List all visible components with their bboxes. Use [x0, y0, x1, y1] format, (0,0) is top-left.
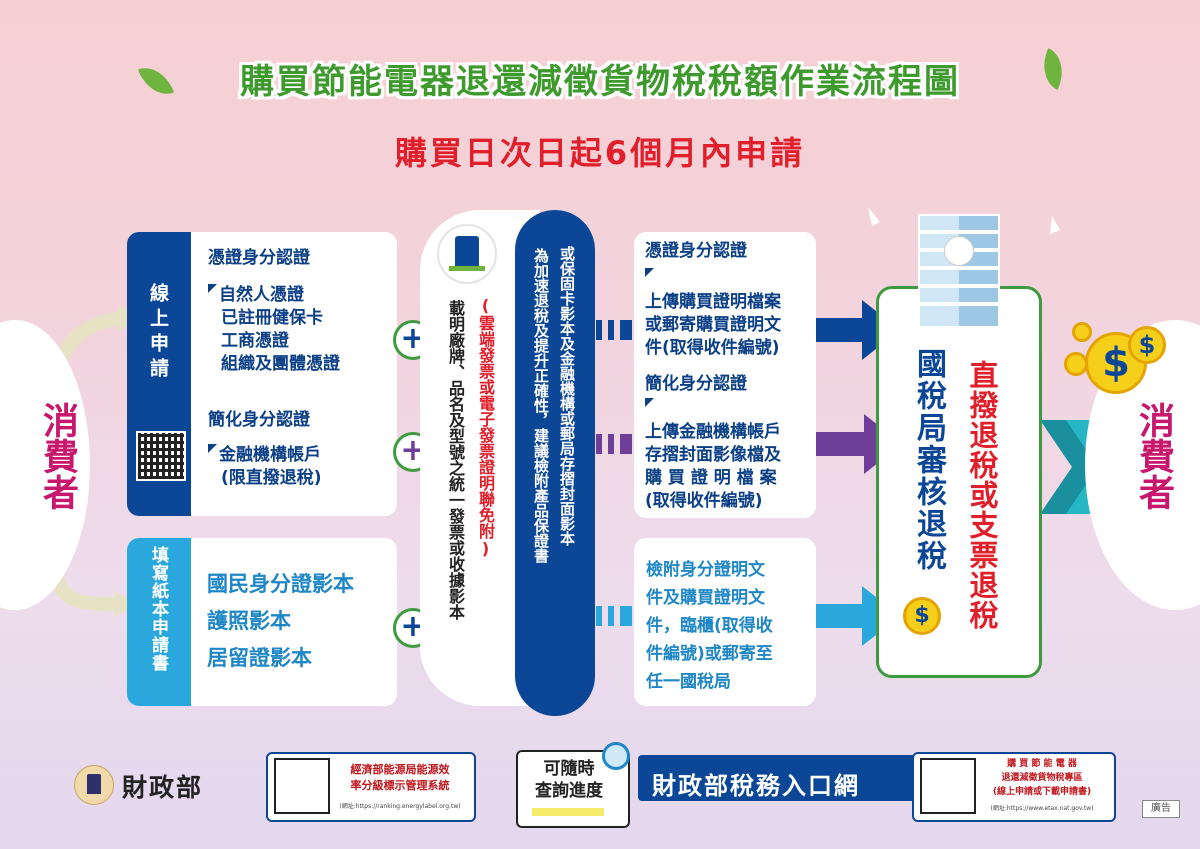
upload-card	[634, 232, 816, 518]
coin-icon: $	[1128, 326, 1166, 364]
online-cert-item: 自然人憑證	[208, 284, 340, 307]
online-cert-list: 自然人憑證 已註冊健保卡 工商憑證 組織及團體憑證	[208, 284, 340, 376]
page-title: 購買節能電器退還減徵貨物稅稅額作業流程圖	[240, 62, 960, 102]
paper-submit-line: 任一國稅局	[646, 672, 731, 692]
upload-cert-line: 上傳購買證明檔案	[645, 292, 781, 312]
upload-simple-line: 上傳金融機構帳戶	[645, 422, 781, 442]
coin-icon: $	[1085, 332, 1147, 394]
paper-submit-line: 件，臨櫃(取得收	[646, 616, 773, 636]
paper-list: 國民身分證影本 護照影本 居留證影本	[207, 566, 354, 677]
online-cert-heading: 憑證身分認證	[208, 248, 310, 268]
ad-badge: 廣告	[1142, 800, 1180, 818]
paper-submit-line: 件及購買證明文	[646, 588, 765, 608]
dash-lightblue	[596, 606, 632, 626]
arrow-body-lightblue	[816, 604, 864, 628]
coin-icon	[1072, 322, 1092, 342]
coin-icon	[1064, 352, 1088, 376]
consumer-left-label: 消費者	[37, 402, 78, 510]
online-simple-item: (限直撥退稅)	[221, 468, 322, 488]
upload-simple-line: 購 買 證 明 檔 案	[645, 468, 777, 488]
upload-simple-line: (取得收件編號)	[645, 491, 763, 511]
mof-emblem-icon	[437, 224, 497, 284]
query-underline	[532, 808, 604, 816]
paper-submit-line: 件編號)或郵寄至	[646, 644, 773, 664]
upload-cert-line: 或郵寄購買證明文	[645, 315, 781, 335]
flag-icon	[645, 268, 654, 277]
qr-code-icon[interactable]	[274, 758, 330, 814]
dash-navy	[596, 320, 632, 340]
online-cert-item: 組織及團體憑證	[221, 354, 340, 374]
upload-cert-list: 上傳購買證明檔案 或郵寄購買證明文 件(取得收件編號)	[645, 268, 781, 360]
upload-simple-heading: 簡化身分認證	[645, 374, 747, 394]
review-box	[876, 286, 1042, 678]
dash-purple	[596, 434, 632, 454]
magnifier-icon	[602, 742, 630, 770]
review-result: 直撥退稅或支票退稅	[965, 360, 999, 630]
online-simple-item: 金融機構帳戶	[208, 444, 322, 467]
invoice-note: (雲端發票或電子發票證明聯免附)	[476, 296, 495, 558]
building-icon	[918, 214, 1000, 328]
portal-name[interactable]: 財政部稅務入口網	[652, 772, 860, 800]
mof-name: 財政部	[122, 773, 204, 802]
query-text: 可隨時查詢進度	[535, 759, 603, 801]
bank-text-1: 或保固卡影本及金融機構或郵局存摺封面影本	[558, 246, 576, 546]
mof-emblem-icon	[74, 765, 114, 805]
flag-icon	[208, 284, 217, 293]
sparkle-icon	[868, 207, 880, 226]
upload-cert-line: 件(取得收件編號)	[645, 338, 780, 358]
paper-submit-list: 檢附身分證明文 件及購買證明文 件，臨櫃(取得收 件編號)或郵寄至 任一國稅局	[646, 556, 773, 696]
page-subtitle: 購買日次日起6個月內申請	[394, 134, 806, 172]
arrow-body-purple	[816, 432, 866, 456]
qr-code-icon[interactable]	[920, 758, 976, 814]
coin-icon: $	[903, 597, 941, 635]
paper-submit-card	[634, 538, 816, 706]
bank-text-2: 為加速退稅及提升正確性，建議檢附產品保證書	[532, 248, 550, 563]
review-text: 國稅局審核退稅	[911, 348, 946, 572]
bank-capsule	[515, 210, 595, 716]
online-simple-list: 金融機構帳戶 (限直撥退稅)	[208, 444, 322, 490]
plus-icon: +	[393, 432, 433, 472]
qr-code-icon	[136, 431, 186, 481]
paper-submit-line: 檢附身分證明文	[646, 560, 765, 580]
paper-item: 居留證影本	[207, 646, 312, 670]
online-label: 線上申請	[147, 283, 169, 383]
online-simple-heading: 簡化身分認證	[208, 410, 310, 430]
consumer-right-label: 消費者	[1133, 402, 1174, 510]
sparkle-icon	[1050, 216, 1060, 234]
paper-band	[127, 538, 191, 706]
online-cert-item: 工商憑證	[221, 331, 289, 351]
online-cert-item: 已註冊健保卡	[221, 308, 323, 328]
energy-title: 經濟部能源局能源效率分級標示管理系統	[350, 763, 450, 792]
flag-icon	[208, 444, 217, 453]
paper-label: 填寫紙本申請書	[148, 546, 168, 672]
flag-icon	[645, 398, 654, 407]
arrow-body-navy	[816, 318, 864, 342]
invoice-text: 載明廠牌、品名及型號之統一發票或收據影本	[446, 300, 465, 620]
upload-simple-list: 上傳金融機構帳戶 存摺封面影像檔及 購 買 證 明 檔 案 (取得收件編號)	[645, 398, 781, 513]
etax-title: 購 買 節 能 電 器退還減徵貨物稅專區(線上申請或下載申請書)	[992, 759, 1092, 797]
etax-url: (網址:https://www.etax.nat.gov.tw)	[990, 805, 1094, 812]
curve-arrowhead-paper	[115, 591, 137, 617]
paper-item: 護照影本	[207, 609, 291, 633]
upload-cert-heading: 憑證身分認證	[645, 241, 747, 261]
paper-item: 國民身分證影本	[207, 572, 354, 596]
energy-url: (網址:https://ranking.energylabel.org.tw)	[339, 803, 461, 810]
upload-simple-line: 存摺封面影像檔及	[645, 445, 781, 465]
